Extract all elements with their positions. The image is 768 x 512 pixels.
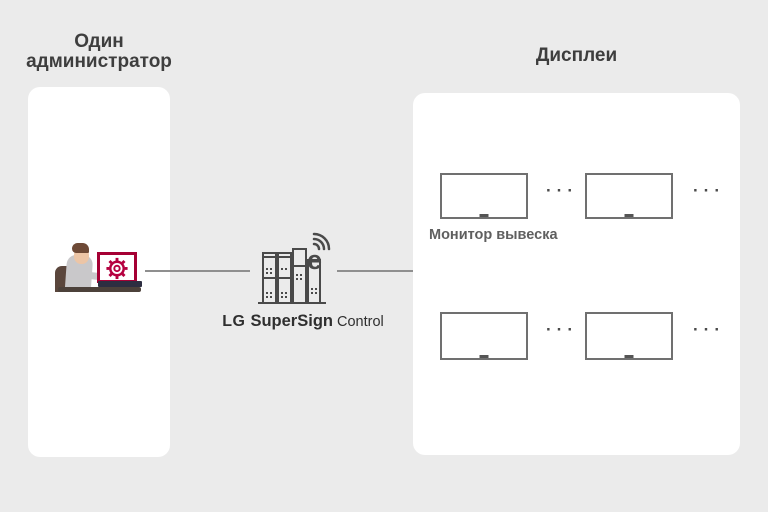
gear-icon [106,257,128,280]
monitor-stand [624,355,634,358]
e-badge: e [307,245,322,275]
ellipsis-more-monitors: ··· [693,320,725,339]
signage-monitor [440,173,528,219]
monitor-label: Монитор вывеска [429,227,558,243]
connector-line-left [145,270,250,272]
admin-illustration [28,87,170,457]
monitor-stand [479,355,489,358]
admin-monitor-with-gear [97,252,137,283]
ellipsis-more-monitors: ··· [546,320,578,339]
person-hair [72,243,89,253]
monitor-stand [624,214,634,217]
signal-arcs-icon [312,232,331,251]
admin-title-line1: Один [74,31,124,52]
supersign-logo-text: SuperSign [250,312,333,330]
desk [58,287,141,292]
monitor-stand [479,214,489,217]
signage-monitor [440,312,528,360]
displays-panel: ··· ··· Монитор вывеска ··· ··· [413,93,740,455]
admin-section-title: Один администратор [8,32,190,72]
admin-panel [28,87,170,457]
signage-monitor [585,173,673,219]
laptop-keyboard [98,281,142,287]
ellipsis-more-monitors: ··· [693,181,725,200]
control-logo-text: Control [336,314,384,330]
signage-monitor [585,312,673,360]
admin-title-line2: администратор [26,51,172,72]
ellipsis-more-monitors: ··· [546,181,578,200]
lg-logo-text: LG [222,313,246,330]
displays-section-title: Дисплеи [535,45,618,66]
supersign-server: e [254,232,336,310]
server-rack-icon: e [258,232,331,304]
